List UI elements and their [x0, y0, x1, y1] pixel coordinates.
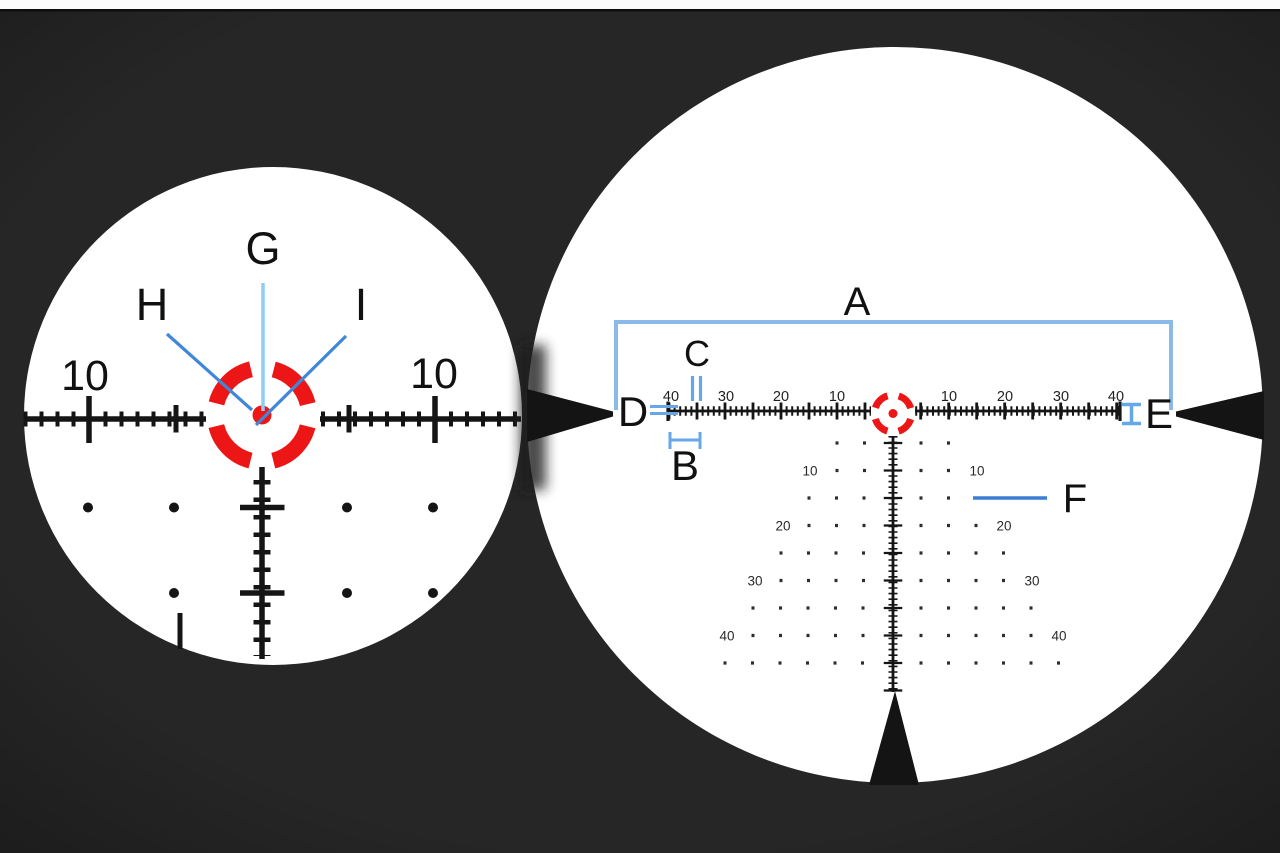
bracket-A [614, 320, 1173, 410]
windage-label-right-20: 20 [997, 389, 1013, 405]
left-zoom-circle [24, 167, 522, 665]
tree-label-right-30: 30 [1024, 574, 1039, 589]
red-horseshoe-ring [207, 360, 317, 470]
callout-letter-C: C [684, 333, 710, 374]
callout-letter-H: H [136, 279, 169, 330]
windage-label-right-30: 30 [1053, 389, 1069, 405]
tree-label-right-40: 40 [1051, 629, 1066, 644]
callout-letter-I: I [355, 279, 368, 330]
callout-letter-F: F [1063, 477, 1087, 521]
left-scale-label-10: 10 [61, 352, 109, 400]
left-zoom-view: 10 10 G H I [23, 223, 521, 659]
holdover-dot-grid [723, 441, 1063, 665]
callout-letter-B: B [671, 442, 699, 489]
right-post-pointer [1176, 391, 1264, 440]
callout-letter-E: E [1145, 390, 1173, 437]
windage-label-left-30: 30 [718, 389, 734, 405]
tree-label-left-10: 10 [802, 464, 817, 479]
windage-label-right-10: 10 [941, 389, 957, 405]
right-scope-view: 40 30 20 10 10 20 30 40 10 [614, 280, 1173, 692]
callout-line-I [254, 334, 348, 427]
callout-letter-G: G [245, 223, 280, 274]
left-scale-label-10: 10 [410, 350, 458, 398]
tree-label-left-30: 30 [747, 574, 762, 589]
tree-label-left-40: 40 [719, 629, 734, 644]
top-white-strip [0, 0, 1280, 9]
top-divider-line [0, 9, 1280, 12]
windage-label-left-40: 40 [663, 389, 679, 405]
left-holdover-dots [83, 502, 438, 598]
tree-label-right-10: 10 [969, 464, 984, 479]
red-center-dot-small [888, 409, 898, 418]
windage-label-right-40: 40 [1108, 389, 1124, 405]
left-post-pointer [527, 389, 613, 442]
callout-line-H [165, 332, 254, 412]
tree-label-right-20: 20 [996, 519, 1011, 534]
tree-label-left-20: 20 [775, 519, 790, 534]
red-center-dot [252, 405, 272, 425]
windage-label-left-10: 10 [829, 389, 845, 405]
bottom-post-pointer [869, 691, 919, 785]
red-horseshoe-ring-small [871, 391, 915, 436]
callout-letter-A: A [844, 280, 871, 324]
callout-letter-D: D [618, 388, 648, 435]
windage-label-left-20: 20 [773, 389, 789, 405]
